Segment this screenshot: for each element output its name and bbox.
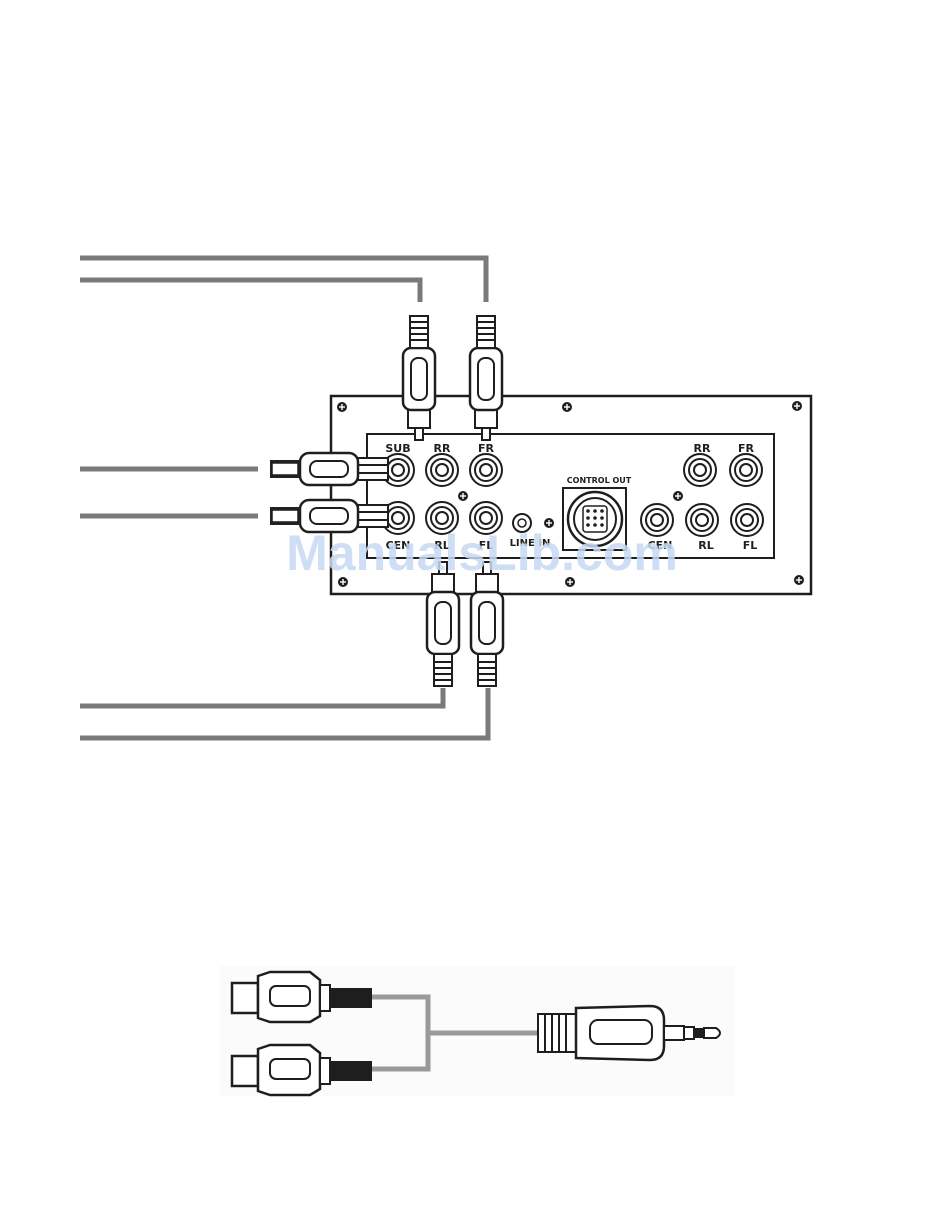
rca-jack-icon <box>426 454 458 486</box>
label-rr-right: RR <box>694 442 711 455</box>
rca-jack-icon <box>686 504 718 536</box>
rca-jack-icon <box>684 454 716 486</box>
label-control-out: CONTROL OUT <box>567 476 632 485</box>
rca-plug-icon <box>403 316 435 440</box>
label-fl-right: FL <box>743 539 758 552</box>
top-wiring: SUB RR FR CEN RL FL LINE IN CONTROL OUT … <box>80 258 811 738</box>
cable-top-inner <box>80 280 420 302</box>
cable-bottom-inner <box>80 688 443 706</box>
label-fr-left: FR <box>478 442 495 455</box>
screw-icon <box>458 491 468 501</box>
label-rl-right: RL <box>698 539 713 552</box>
label-sub: SUB <box>385 442 410 455</box>
rca-plug-icon <box>470 316 502 440</box>
rca-jack-icon <box>470 454 502 486</box>
cable-bottom-outer <box>80 688 488 738</box>
screw-icon <box>792 401 802 411</box>
rca-jack-icon <box>730 454 762 486</box>
screw-icon <box>673 491 683 501</box>
y-adapter-cable <box>220 966 735 1096</box>
watermark: ManualsLib.com <box>286 525 678 581</box>
screw-icon <box>562 402 572 412</box>
label-fr-right: FR <box>738 442 755 455</box>
label-rr-left: RR <box>434 442 451 455</box>
rca-plug-icon <box>270 453 388 485</box>
rca-jack-icon <box>731 504 763 536</box>
screw-icon <box>337 402 347 412</box>
screw-icon <box>794 575 804 585</box>
